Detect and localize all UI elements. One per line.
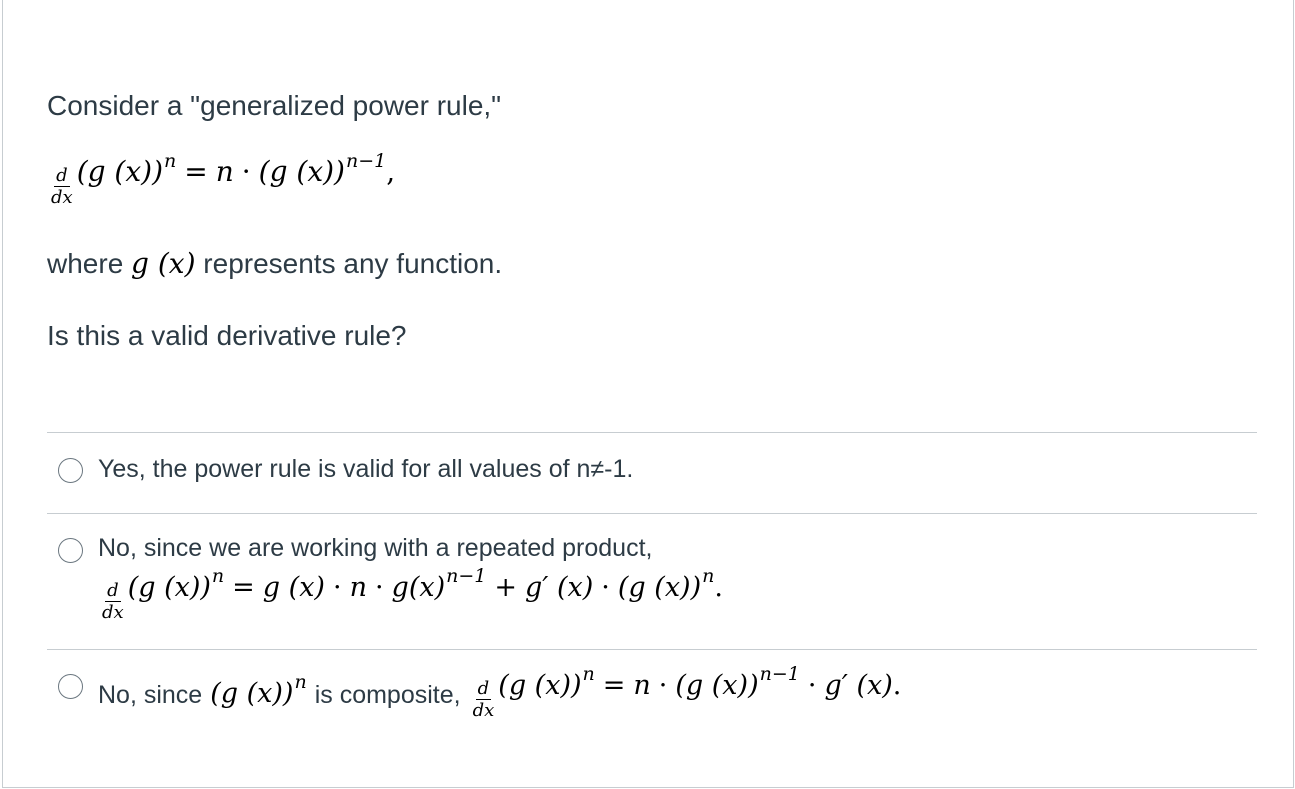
answer-option-2[interactable]: No, since we are working with a repeated… xyxy=(47,513,1257,649)
answer-option-3[interactable]: No, since (g (x))n is composite, d dx (g… xyxy=(47,649,1257,741)
question-where: where g (x) represents any function. xyxy=(47,247,503,280)
product-rule-formula: d dx (g (x))n = g (x) · n · g(x)n−1 + g′… xyxy=(102,565,723,623)
power-rule-formula: d dx (g (x))n = n · (g (x))n−1, xyxy=(51,150,396,208)
answer-option-1[interactable]: Yes, the power rule is valid for all val… xyxy=(47,432,1257,513)
formula-base: (g (x)) xyxy=(76,155,163,188)
answer-text-2: No, since we are working with a repeated… xyxy=(98,534,653,562)
question-intro: Consider a "generalized power rule," xyxy=(47,90,502,121)
answer-text-3: No, since (g (x))n is composite, d dx (g… xyxy=(98,663,902,721)
radio-button-1[interactable] xyxy=(58,458,83,483)
answer-list: Yes, the power rule is valid for all val… xyxy=(47,432,1257,741)
radio-button-3[interactable] xyxy=(58,674,83,699)
radio-button-2[interactable] xyxy=(58,538,83,563)
question-ask: Is this a valid derivative rule? xyxy=(47,320,407,351)
answer-text-1: Yes, the power rule is valid for all val… xyxy=(98,455,634,483)
derivative-operator: d dx xyxy=(51,165,73,208)
